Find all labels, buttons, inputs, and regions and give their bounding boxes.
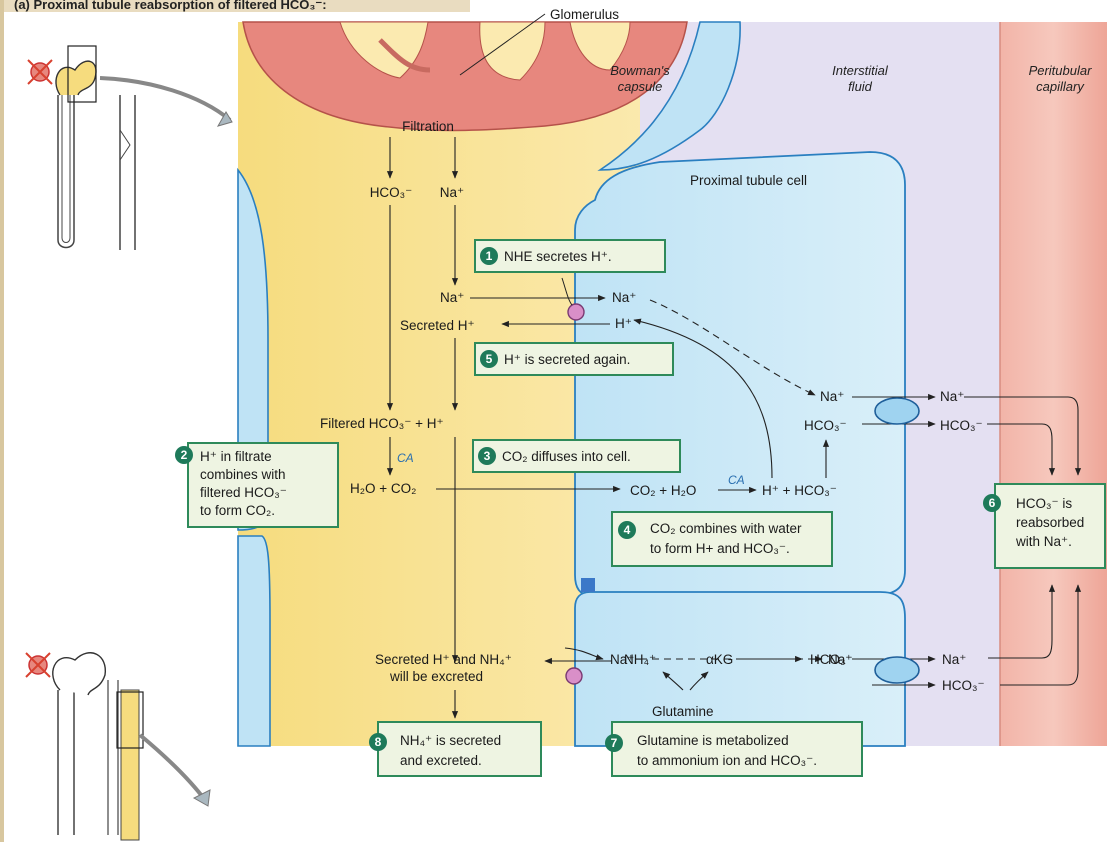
peritubular-capillary-label-2: capillary: [1036, 79, 1085, 94]
interstitial-fluid-label-1: Interstitial: [832, 63, 889, 78]
step-6-number: 6: [989, 496, 996, 510]
na-basolateral-top-label: Na⁺: [820, 389, 844, 404]
step-6-box: [994, 483, 1106, 569]
akg-label: αKG: [706, 652, 733, 667]
na-cell-label: Na⁺: [612, 290, 636, 305]
co2-h2o-cell-label: CO₂ + H₂O: [630, 483, 696, 498]
bowmans-capsule-label-2: capsule: [618, 79, 663, 94]
left-wall-cell-upper: [237, 167, 269, 531]
step-3-number: 3: [484, 449, 491, 463]
proximal-tubule-cell-lower: [574, 591, 906, 747]
step-5-text: H⁺ is secreted again.: [504, 352, 630, 367]
step-7-box: [611, 721, 863, 777]
na-capillary-top-label: Na⁺: [940, 389, 964, 404]
step-2-line-1: H⁺ in filtrate: [200, 449, 272, 464]
step-2-line-3: filtered HCO₃⁻: [200, 485, 287, 500]
ca-cell-label: CA: [728, 473, 745, 487]
title-bar: [0, 0, 470, 12]
bowmans-capsule-wall: [597, 21, 741, 171]
hco3-capillary-top-label: HCO₃⁻: [940, 418, 983, 433]
step-1-box: [474, 239, 666, 273]
peritubular-capillary-label-1: Peritubular: [1029, 63, 1093, 78]
na-lumen-label: Na⁺: [440, 290, 464, 305]
step-6-line-3: with Na⁺.: [1015, 534, 1072, 549]
nh4-cell-label: NH₄⁺: [624, 652, 656, 667]
step-1-number: 1: [486, 249, 493, 263]
step-4-line-2: to form H+ and HCO₃⁻.: [650, 541, 790, 556]
step-4-line-1: CO₂ combines with water: [650, 521, 802, 536]
step-4-box: [611, 511, 833, 567]
nephron-thumbnail-top: [27, 45, 233, 250]
step-2-line-4: to form CO₂.: [200, 503, 275, 518]
step-3-box: [472, 439, 681, 473]
step-8-line-2: and excreted.: [400, 753, 482, 768]
glomerulus-label: Glomerulus: [550, 7, 619, 22]
glutamine-label: Glutamine: [652, 704, 714, 719]
nhe-transporter: [567, 303, 585, 321]
step-7-line-1: Glutamine is metabolized: [637, 733, 789, 748]
secreted-h-nh4-line-1: Secreted H⁺ and NH₄⁺: [375, 652, 512, 667]
step-6-line-1: HCO₃⁻ is: [1016, 496, 1072, 511]
step-1-text: NHE secretes H⁺.: [504, 249, 612, 264]
nhe-transporter-lower: [565, 667, 583, 685]
filtration-label: Filtration: [402, 119, 454, 134]
hco3-filtered-label: HCO₃⁻: [370, 185, 413, 200]
h-hco3-cell-label: H⁺ + HCO₃⁻: [762, 483, 837, 498]
step-2-number: 2: [181, 448, 188, 462]
step-8-line-1: NH₄⁺ is secreted: [400, 733, 501, 748]
filtered-hco3-h-label: Filtered HCO₃⁻ + H⁺: [320, 416, 444, 431]
step-2-line-2: combines with: [200, 467, 286, 482]
step-6-line-2: reabsorbed: [1016, 515, 1084, 530]
basolateral-cotransporter-top: [874, 397, 920, 425]
nephron-thumbnail-bottom: [25, 652, 211, 841]
step-8-box: [377, 721, 542, 777]
hco3-basolateral-bottom-label: HCO₃⁻: [810, 652, 853, 667]
proximal-tubule-cell-label: Proximal tubule cell: [690, 173, 807, 188]
na-capillary-bottom-label: Na⁺: [942, 652, 966, 667]
na-filtered-label: Na⁺: [440, 185, 464, 200]
h2o-co2-label: H₂O + CO₂: [350, 481, 416, 496]
ca-lumen-label: CA: [397, 451, 414, 465]
peritubular-capillary: [1000, 22, 1107, 746]
glomerulus: [242, 21, 688, 132]
secreted-h-nh4-line-2: will be excreted: [389, 669, 483, 684]
interstitial-fluid-label-2: fluid: [848, 79, 873, 94]
na-lower-cell-label: Na⁺: [610, 652, 634, 667]
step-5-box: [474, 342, 674, 376]
tight-junction: [581, 578, 595, 592]
step-8-number: 8: [375, 735, 382, 749]
h-cell-label: H⁺: [615, 316, 632, 331]
step-7-number: 7: [611, 736, 618, 750]
step-4-number: 4: [624, 523, 631, 537]
secreted-h-label: Secreted H⁺: [400, 318, 475, 333]
step-7-line-2: to ammonium ion and HCO₃⁻.: [637, 753, 817, 768]
step-2-box: [187, 442, 339, 528]
na-basolateral-bottom-label: Na⁺: [828, 652, 852, 667]
panel-title: (a) Proximal tubule reabsorption of filt…: [14, 0, 327, 12]
left-edge-bar: [0, 0, 4, 842]
basolateral-cotransporter-bottom: [874, 656, 920, 684]
hco3-basolateral-top-label: HCO₃⁻: [804, 418, 847, 433]
step-3-text: CO₂ diffuses into cell.: [502, 449, 631, 464]
step-5-number: 5: [486, 352, 493, 366]
left-wall-cell-lower: [237, 535, 271, 747]
bowmans-capsule-label-1: Bowman's: [610, 63, 670, 78]
hco3-capillary-bottom-label: HCO₃⁻: [942, 678, 985, 693]
